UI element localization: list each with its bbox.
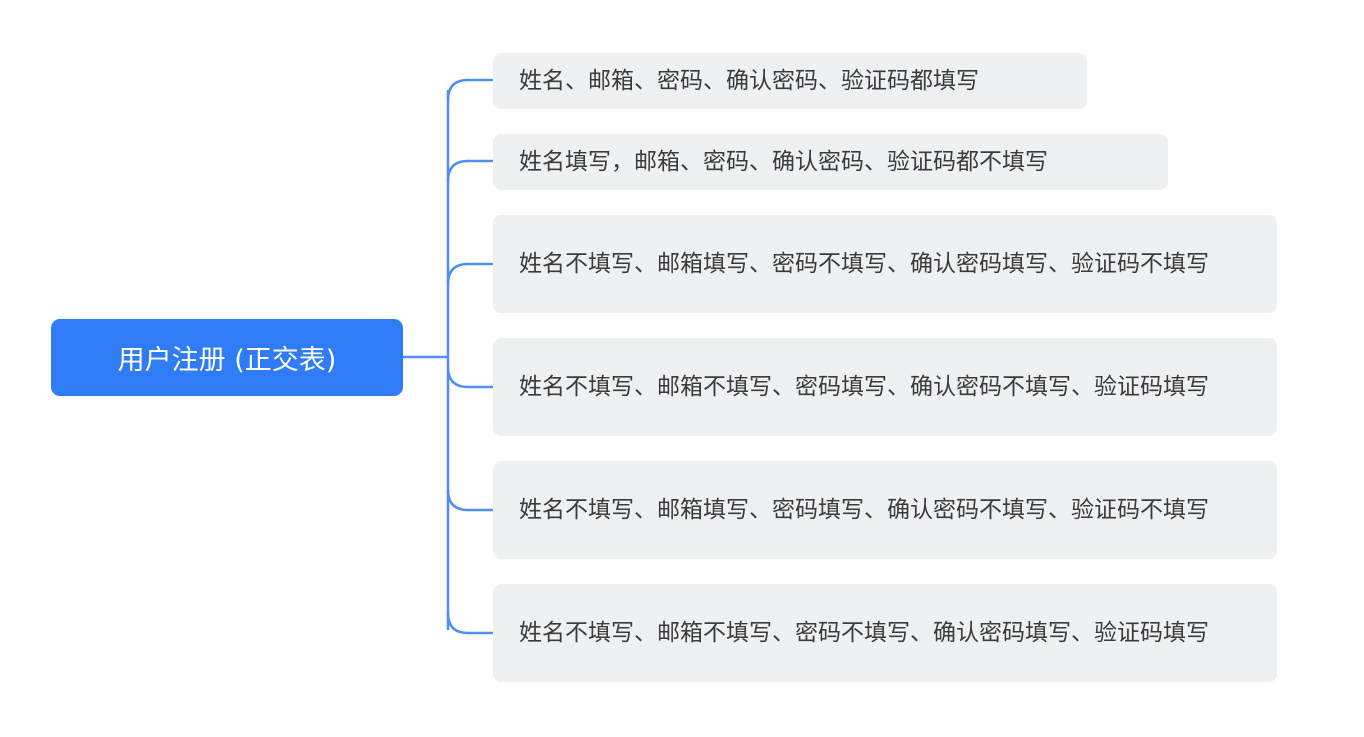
connector-branch-3 [446,366,493,389]
child-node-2[interactable]: 姓名不填写、邮箱填写、密码不填写、确认密码填写、验证码不填写 [493,215,1277,313]
root-node[interactable]: 用户注册 (正交表) [51,319,403,396]
child-node-label: 姓名不填写、邮箱填写、密码填写、确认密码不填写、验证码不填写 [519,497,1209,523]
child-node-label: 姓名、邮箱、密码、确认密码、验证码都填写 [519,68,979,94]
child-node-label: 姓名不填写、邮箱不填写、密码填写、确认密码不填写、验证码填写 [519,374,1209,400]
connector-branch-2 [446,262,493,285]
child-node-4[interactable]: 姓名不填写、邮箱填写、密码填写、确认密码不填写、验证码不填写 [493,461,1277,559]
child-node-3[interactable]: 姓名不填写、邮箱不填写、密码填写、确认密码不填写、验证码填写 [493,338,1277,436]
child-node-label: 姓名填写，邮箱、密码、确认密码、验证码都不填写 [519,149,1048,175]
connector-branch-5 [446,612,493,635]
connector-trunk [403,90,450,630]
child-node-1[interactable]: 姓名填写，邮箱、密码、确认密码、验证码都不填写 [493,134,1168,190]
child-node-5[interactable]: 姓名不填写、邮箱不填写、密码不填写、确认密码填写、验证码填写 [493,584,1277,682]
root-node-label: 用户注册 (正交表) [117,345,337,376]
connector-branch-0 [446,78,493,101]
child-node-label: 姓名不填写、邮箱填写、密码不填写、确认密码填写、验证码不填写 [519,251,1209,277]
connector-branch-1 [446,159,493,182]
connector-branch-4 [446,489,493,512]
child-node-0[interactable]: 姓名、邮箱、密码、确认密码、验证码都填写 [493,53,1087,109]
child-node-label: 姓名不填写、邮箱不填写、密码不填写、确认密码填写、验证码填写 [519,620,1209,646]
